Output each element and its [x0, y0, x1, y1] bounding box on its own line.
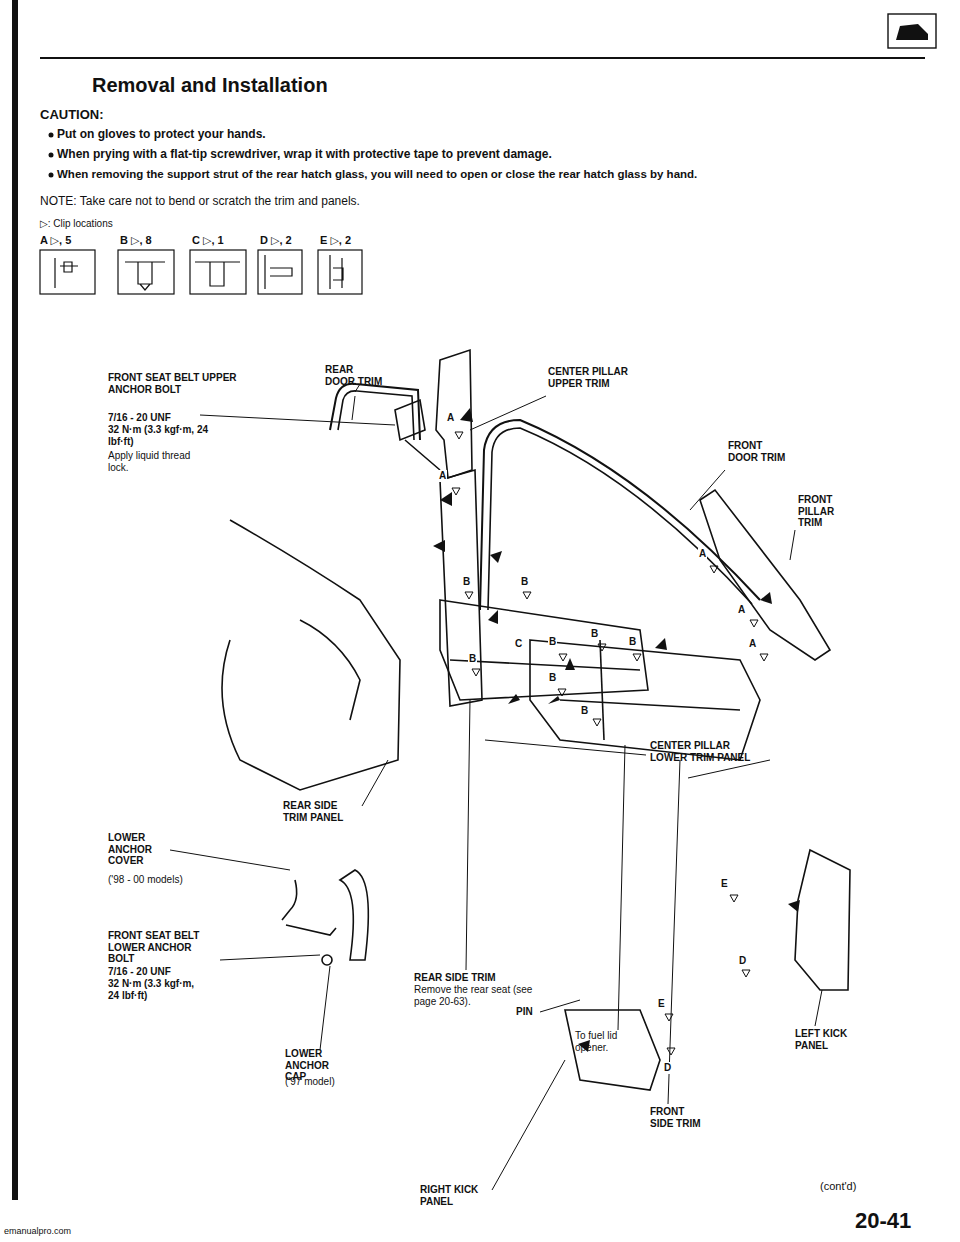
part-label: (cont'd): [820, 1180, 856, 1193]
clip-letter: B: [548, 672, 557, 684]
clip-letter: B: [468, 653, 477, 665]
part-label: A ▷, 5: [40, 234, 71, 247]
part-label: REAR SIDE TRIM: [414, 972, 496, 984]
clip-letter: B: [520, 576, 529, 588]
part-label: When prying with a flat-tip screwdriver,…: [57, 148, 552, 162]
part-label: 7/16 - 20 UNF: [108, 412, 171, 424]
part-label: CENTER PILLAR UPPER TRIM: [548, 366, 648, 389]
part-label: CAUTION:: [40, 108, 104, 123]
part-label: E ▷, 2: [320, 234, 351, 247]
part-label: FRONT DOOR TRIM: [728, 440, 788, 463]
clip-letter: D: [663, 1062, 672, 1074]
part-label: REAR DOOR TRIM: [325, 364, 385, 387]
part-label: Remove the rear seat (see page 20-63).: [414, 984, 534, 1007]
clip-letter: B: [628, 636, 637, 648]
part-label: LEFT KICK PANEL: [795, 1028, 857, 1051]
part-label: 7/16 - 20 UNF: [108, 966, 171, 978]
clip-letter: A: [446, 412, 455, 424]
part-label: To fuel lid opener.: [575, 1030, 645, 1053]
part-label: 32 N·m (3.3 kgf·m, 24 lbf·ft): [108, 978, 208, 1001]
part-label: Put on gloves to protect your hands.: [57, 128, 266, 142]
clip-letter: E: [720, 878, 729, 890]
clip-letter: A: [748, 638, 757, 650]
part-label: ▷: Clip locations: [40, 218, 113, 230]
clip-letter: E: [657, 998, 666, 1010]
part-label: ('97 model): [285, 1076, 335, 1088]
part-label: NOTE: Take care not to bend or scratch t…: [40, 195, 360, 209]
part-label: When removing the support strut of the r…: [57, 168, 697, 181]
clip-letter: C: [514, 638, 523, 650]
clip-letter: B: [580, 705, 589, 717]
page-number: 20-41: [855, 1208, 911, 1233]
part-label: RIGHT KICK PANEL: [420, 1184, 492, 1207]
part-label: ('98 - 00 models): [108, 874, 183, 886]
part-label: FRONT SEAT BELT UPPER ANCHOR BOLT: [108, 372, 258, 395]
clip-letter: B: [590, 628, 599, 640]
clip-letter: D: [738, 955, 747, 967]
clip-letter: A: [438, 470, 447, 482]
part-label: FRONT SIDE TRIM: [650, 1106, 710, 1129]
part-label: D ▷, 2: [260, 234, 292, 247]
part-label: FRONT SEAT BELT LOWER ANCHOR BOLT: [108, 930, 220, 965]
part-label: LOWER ANCHOR COVER: [108, 832, 170, 867]
part-label: B ▷, 8: [120, 234, 152, 247]
clip-letter: B: [548, 636, 557, 648]
page-title: Removal and Installation: [92, 74, 328, 97]
clip-letter: A: [737, 604, 746, 616]
part-label: FRONT PILLAR TRIM: [798, 494, 858, 529]
part-label: Apply liquid thread lock.: [108, 450, 203, 473]
part-label: REAR SIDE TRIM PANEL: [283, 800, 363, 823]
part-label: C ▷, 1: [192, 234, 224, 247]
part-label: CENTER PILLAR LOWER TRIM PANEL: [650, 740, 760, 763]
part-label: PIN: [516, 1006, 533, 1018]
part-label: emanualpro.com: [4, 1226, 71, 1236]
clip-letter: B: [462, 576, 471, 588]
clip-letter: A: [698, 548, 707, 560]
part-label: 32 N·m (3.3 kgf·m, 24 lbf·ft): [108, 424, 218, 447]
